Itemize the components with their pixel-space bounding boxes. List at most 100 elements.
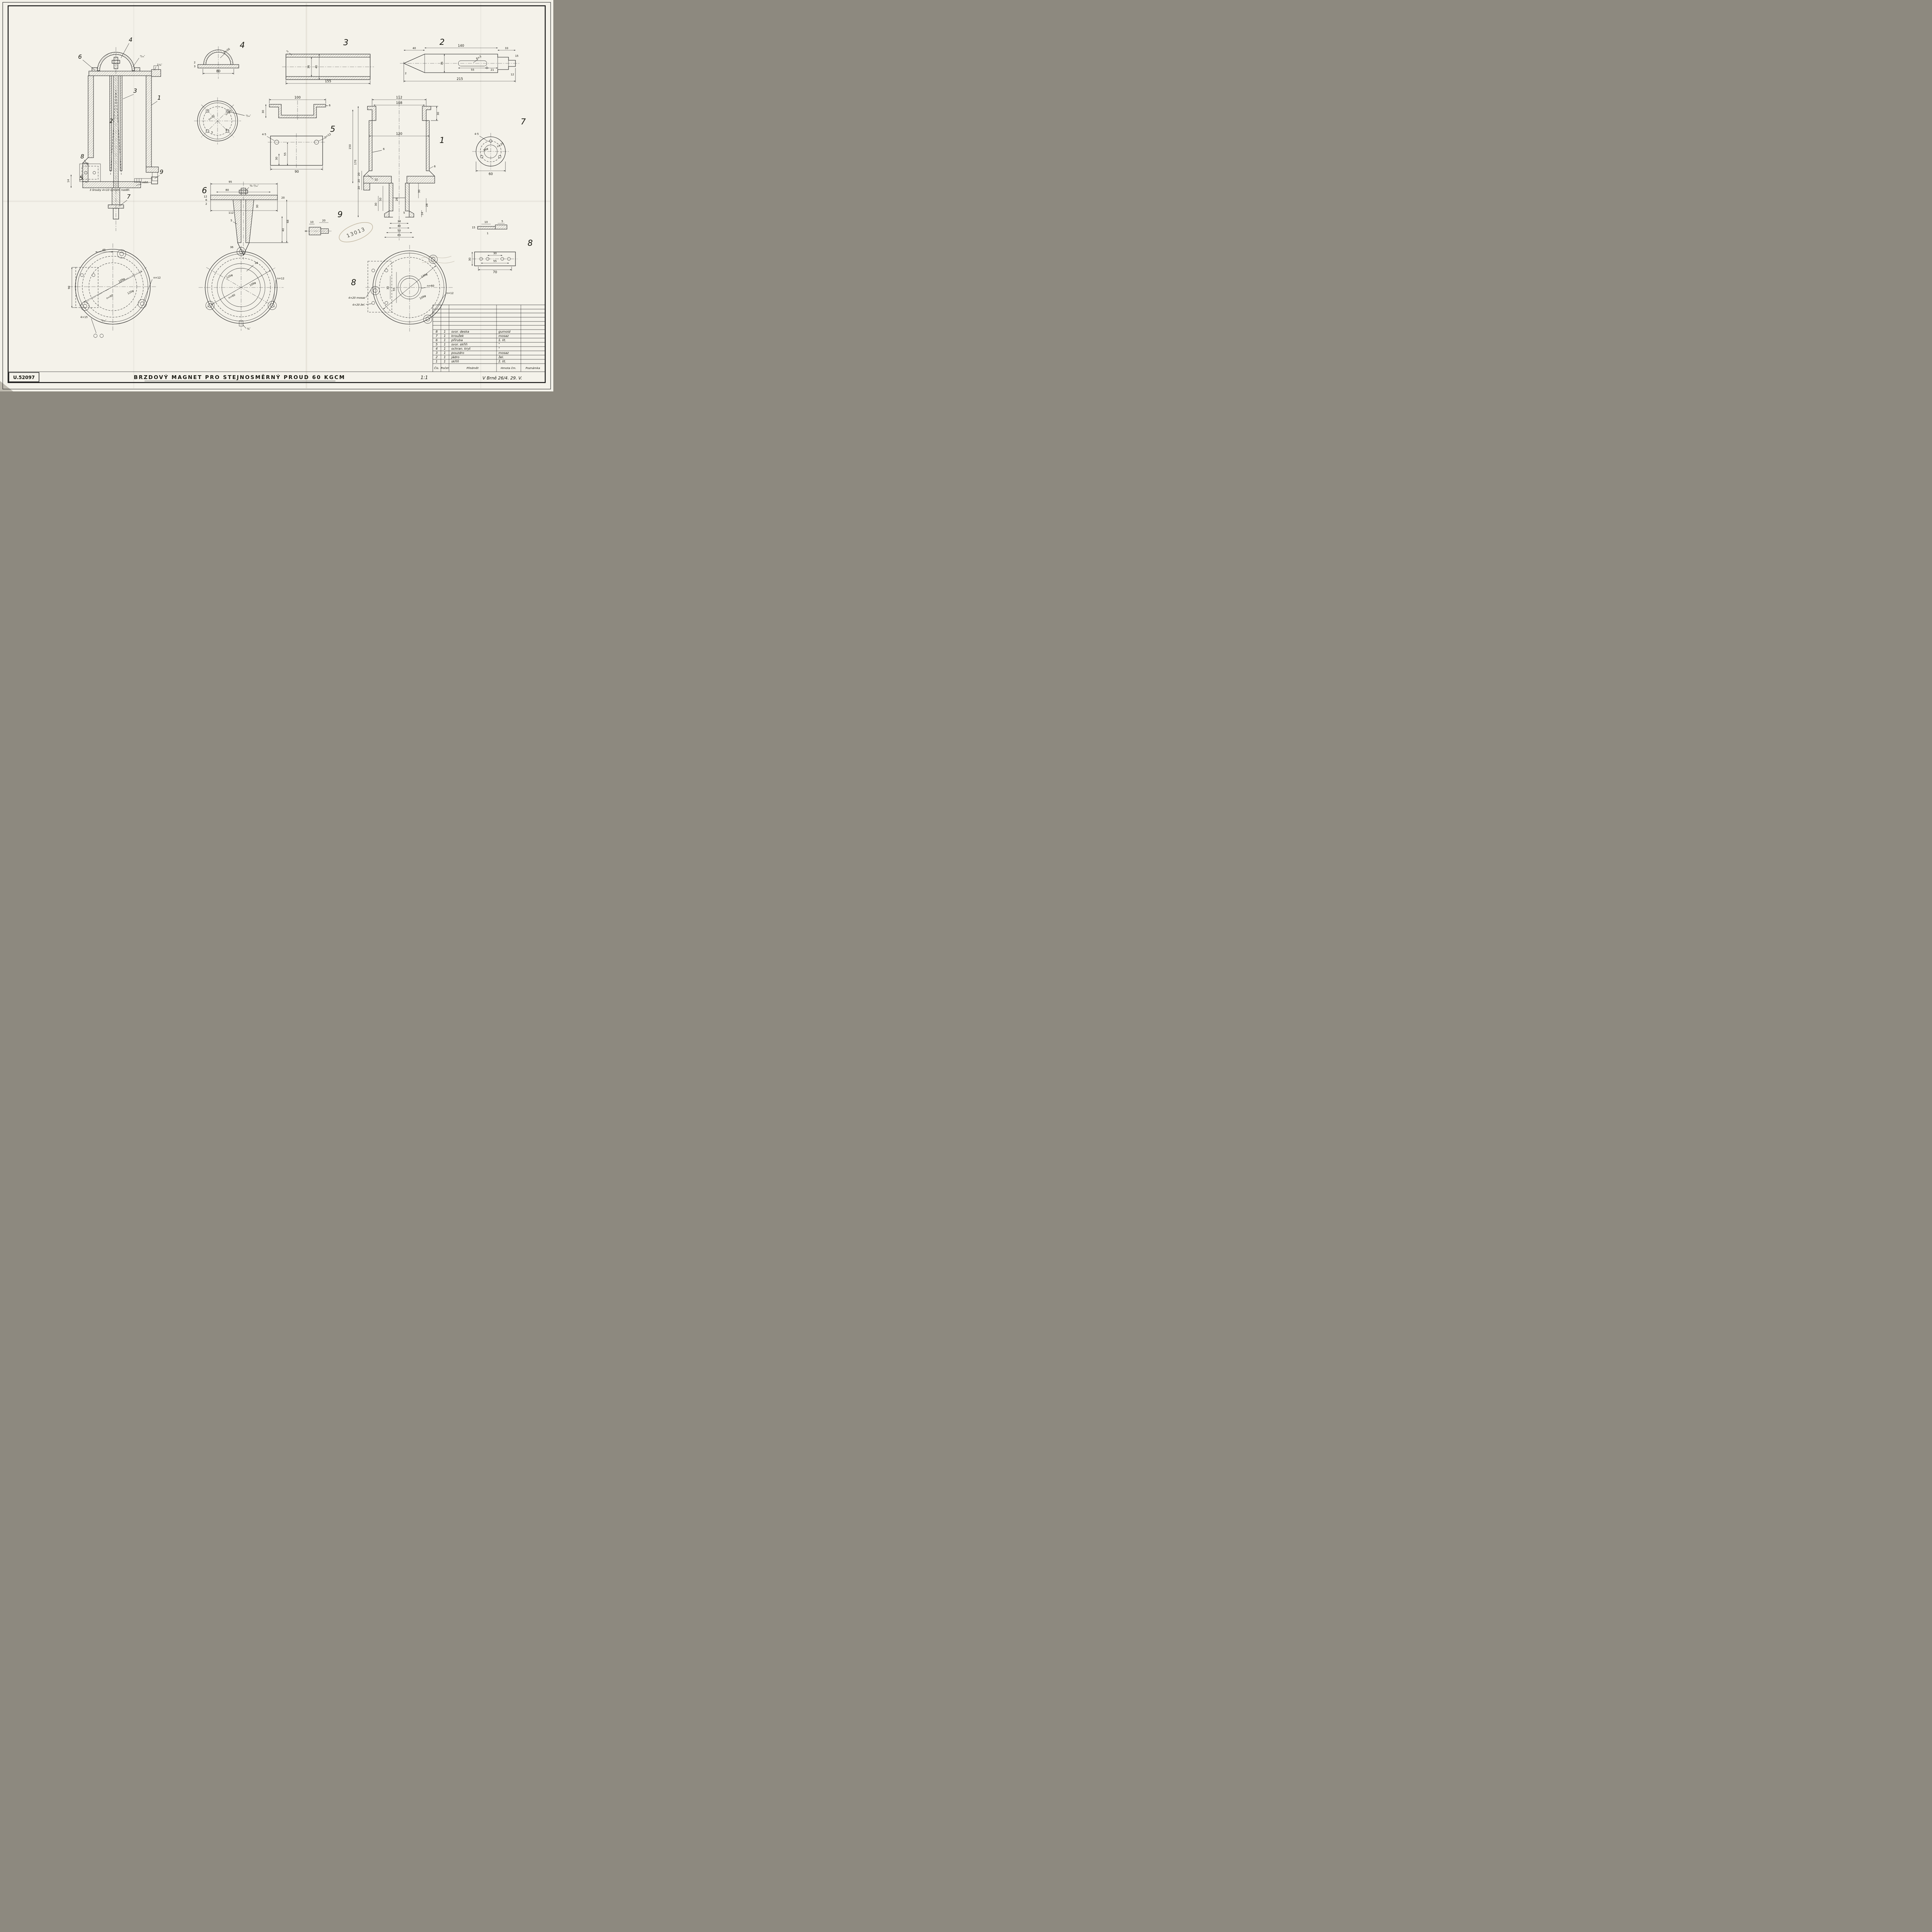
table-cell: mosaz <box>498 334 509 338</box>
dim-label: n=12 <box>277 277 284 280</box>
table-cell: gumoid <box>498 330 511 333</box>
dim-label: 40 <box>398 224 401 228</box>
table-cell: 6 <box>435 338 437 342</box>
dim-label: 15 <box>472 226 475 229</box>
view-6-flange: 6 95 80 ⅜–³/₁₆″ 12 6 2 112 20 30 68 40 3… <box>202 180 289 260</box>
table-cell: 8 <box>435 330 437 333</box>
dim-label: 14 <box>421 212 424 216</box>
dim-label: 33 <box>505 47 509 50</box>
note-label: 4×20 žel. <box>352 303 365 306</box>
title-block: U.52097 BRZDOVÝ MAGNET PRO STEJNOSMĚRNÝ … <box>8 371 545 382</box>
view-9-pin: 9 10 20 8 <box>304 210 343 235</box>
dim-label: 6 <box>434 165 435 168</box>
table-row: 6 1 příruba š. lit. <box>435 338 506 342</box>
dim-label: n=12 <box>153 276 161 279</box>
view-label: 7 <box>520 117 526 126</box>
dim-label: 20 <box>357 186 361 190</box>
table-cell: žel. <box>498 355 504 359</box>
table-cell: 1 <box>444 359 446 363</box>
view-label: 8 <box>351 278 356 287</box>
view-label: 3 <box>343 38 348 47</box>
dim-label: 30 <box>275 157 278 160</box>
table-cell: 1 <box>444 347 446 350</box>
dim-label: 36 <box>440 62 444 65</box>
dim-label: 140 <box>458 44 464 48</box>
table-cell: 7 <box>435 334 438 338</box>
view-2-core: 2 40 140 33 15 36 8×3 55 21 12 215 2 <box>400 37 519 82</box>
part-callout: 3 <box>133 87 137 94</box>
table-header: Předmět <box>467 366 479 370</box>
dim-label: 40 <box>282 228 285 232</box>
drawing-number-box: U.52097 <box>9 372 39 382</box>
table-header: Hmota čm. <box>501 366 516 370</box>
table-row: 8 1 svor. deska gumoid <box>435 330 510 333</box>
dim-label: 112 <box>396 96 402 100</box>
dim-label: 215 <box>457 77 463 81</box>
view-label: 8 <box>527 238 532 248</box>
signature: V Brně 26/4. 29. V. <box>483 376 522 381</box>
dim-label: n=12 <box>446 292 454 295</box>
dim-label: 45 <box>102 248 106 252</box>
table-cell: " <box>498 342 500 346</box>
dim-label: 36 <box>307 65 310 69</box>
dim-label: 2 <box>206 202 207 206</box>
dim-label: 100 <box>294 96 301 100</box>
dim-label: 40 <box>315 65 318 69</box>
table-header: Počet <box>441 366 449 370</box>
drawing-title: BRZDOVÝ MAGNET PRO STEJNOSMĚRNÝ PROUD 60… <box>134 374 345 381</box>
table-cell: 5 <box>435 342 437 346</box>
part-callout: 6 <box>78 53 82 60</box>
view-5-terminal-box: 5 100 30 6 4·5 n=12 55 30 90 <box>262 96 335 174</box>
dim-label: 55 <box>393 288 396 291</box>
dim-label: 95 <box>229 180 232 184</box>
scale-label: 1:1 <box>420 375 428 380</box>
view-label: 4 <box>240 41 245 50</box>
dim-label: 1¼″ <box>157 63 162 66</box>
dim-label: 5 <box>502 220 503 223</box>
dim-label: 108 <box>396 101 402 105</box>
dim-label: 30 <box>386 286 389 290</box>
dim-label: 8 <box>304 230 308 232</box>
dim-label: 20 <box>357 179 361 183</box>
dim-label: 6 <box>226 128 227 131</box>
table-row: 2 1 jádro žel. <box>435 355 504 359</box>
dim-label: 3 <box>194 65 196 68</box>
dim-label: 150 <box>349 144 352 149</box>
table-cell: š. lit. <box>498 338 506 342</box>
dim-label: 55 <box>493 260 497 263</box>
dim-label: ⅜–³/₁₆″ <box>250 184 259 187</box>
table-cell: 3 <box>435 351 437 355</box>
dim-label: 55 <box>471 68 474 71</box>
dim-label: ³/₁₆″ <box>246 114 251 117</box>
view-1-case-section: 1 112 108 30 170 150 120 6 6 12 20 20 20… <box>349 95 445 240</box>
dim-label: 20 <box>357 173 361 176</box>
table-cell: 1 <box>444 330 446 333</box>
view-label: 2 <box>439 37 444 47</box>
dim-label: 21 <box>491 68 494 71</box>
table-row: 4 1 ochran. kryt " <box>435 347 500 350</box>
part-callout: 4 <box>129 36 133 43</box>
table-cell: 1 <box>444 355 446 359</box>
dim-label: 30 <box>374 203 378 206</box>
table-cell: svor. skříň <box>451 342 468 346</box>
dim-label: 14 <box>67 179 70 183</box>
view-3-bushing: 3 36 40 155 2 <box>282 38 374 85</box>
dim-label: 68 <box>286 220 289 223</box>
dim-label: 80 <box>216 70 221 73</box>
dim-label: ¼″ <box>247 327 251 330</box>
part-callout: 8 <box>80 153 84 160</box>
table-cell: jádro <box>451 355 459 359</box>
dim-label: ³/₁₆″ <box>101 319 107 322</box>
table-header: Poznámka <box>526 366 540 370</box>
dim-label: 6 <box>206 199 207 202</box>
table-cell: kroužek <box>451 334 464 338</box>
dim-label: 50 <box>398 229 401 232</box>
dim-label: 12 <box>204 195 207 198</box>
note-label: 3 šrouby 4×10 symetr. rozděl. <box>90 189 130 192</box>
table-cell: 1 <box>444 342 446 346</box>
table-cell: 1 <box>444 338 446 342</box>
table-cell: příruba <box>451 338 463 342</box>
table-cell: 1 <box>444 351 446 355</box>
table-cell: " <box>498 347 500 350</box>
dim-label: 36 <box>255 262 258 265</box>
